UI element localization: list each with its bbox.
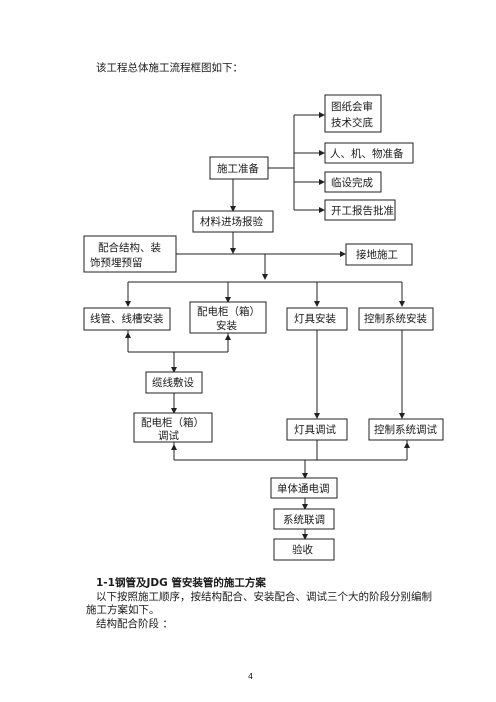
svg-text:施工准备: 施工准备	[217, 162, 259, 175]
box-structure-embedding: 配合结构、装 饰预埋预留	[83, 235, 177, 273]
svg-text:验收: 验收	[292, 543, 313, 556]
box-temp-facilities: 临设完成	[324, 171, 382, 193]
box-grounding: 接地施工	[345, 243, 413, 266]
svg-text:灯具安装: 灯具安装	[294, 312, 336, 325]
svg-text:控制系统安装: 控制系统安装	[364, 312, 427, 325]
box-drawings-review-line2: 技术交底	[331, 116, 373, 129]
svg-text:调试: 调试	[158, 430, 179, 442]
box-drawings-review: 图纸会审 技术交底	[324, 94, 382, 133]
section-title: 1-1钢管及JDG 管安装管的施工方案	[96, 577, 266, 589]
svg-text:单体通电调: 单体通电调	[277, 482, 330, 495]
svg-text:开工报告批准: 开工报告批准	[331, 204, 394, 217]
svg-text:线管、线槽安装: 线管、线槽安装	[90, 312, 164, 325]
box-control-test: 控制系统调试	[368, 418, 444, 441]
svg-text:安装: 安装	[216, 319, 237, 332]
box-start-report: 开工报告批准	[324, 199, 396, 221]
box-system-joint: 系统联调	[273, 508, 335, 530]
flow-connectors	[125, 112, 410, 540]
box-material-inspection: 材料进场报验	[192, 210, 274, 233]
box-cable-laying: 缆线敷设	[145, 371, 203, 394]
box-single-power: 单体通电调	[270, 477, 338, 499]
intro-text: 该工程总体施工流程框图如下：	[96, 62, 243, 74]
paragraph-structure-stage: 结构配合阶段 ：	[96, 618, 173, 630]
svg-text:系统联调: 系统联调	[283, 513, 325, 526]
svg-text:配电柜（箱）: 配电柜（箱）	[197, 305, 260, 318]
svg-text:缆线敷设: 缆线敷设	[152, 376, 194, 389]
box-cabinet-test: 配电柜（箱） 调试	[133, 412, 213, 443]
box-drawings-review-line1: 图纸会审	[331, 100, 373, 113]
box-cabinet-install: 配电柜（箱） 安装	[189, 301, 267, 334]
page-number: 4	[248, 672, 254, 681]
svg-text:配电柜（箱）: 配电柜（箱）	[141, 416, 204, 429]
svg-text:人、机、物准备: 人、机、物准备	[330, 147, 404, 160]
box-construction-prep: 施工准备	[209, 156, 269, 180]
svg-text:临设完成: 临设完成	[331, 176, 373, 189]
box-acceptance: 验收	[273, 538, 335, 561]
svg-text:控制系统调试: 控制系统调试	[374, 423, 437, 436]
svg-text:接地施工: 接地施工	[356, 248, 398, 261]
svg-text:配合结构、装: 配合结构、装	[98, 241, 161, 254]
svg-text:材料进场报验: 材料进场报验	[200, 215, 263, 228]
box-lamp-test: 灯具调试	[286, 418, 348, 441]
box-control-install: 控制系统安装	[358, 307, 434, 331]
box-people-machines: 人、机、物准备	[324, 142, 414, 164]
box-lamp-install: 灯具安装	[286, 307, 348, 331]
svg-text:饰预埋预留: 饰预埋预留	[90, 256, 143, 269]
box-conduit-install: 线管、线槽安装	[83, 307, 171, 331]
svg-text:灯具调试: 灯具调试	[294, 424, 336, 436]
paragraph-sequence: 以下按照施工顺序，按结构配合、安装配合、调试三个大的阶段分别编制施工方案如下。	[86, 591, 432, 616]
